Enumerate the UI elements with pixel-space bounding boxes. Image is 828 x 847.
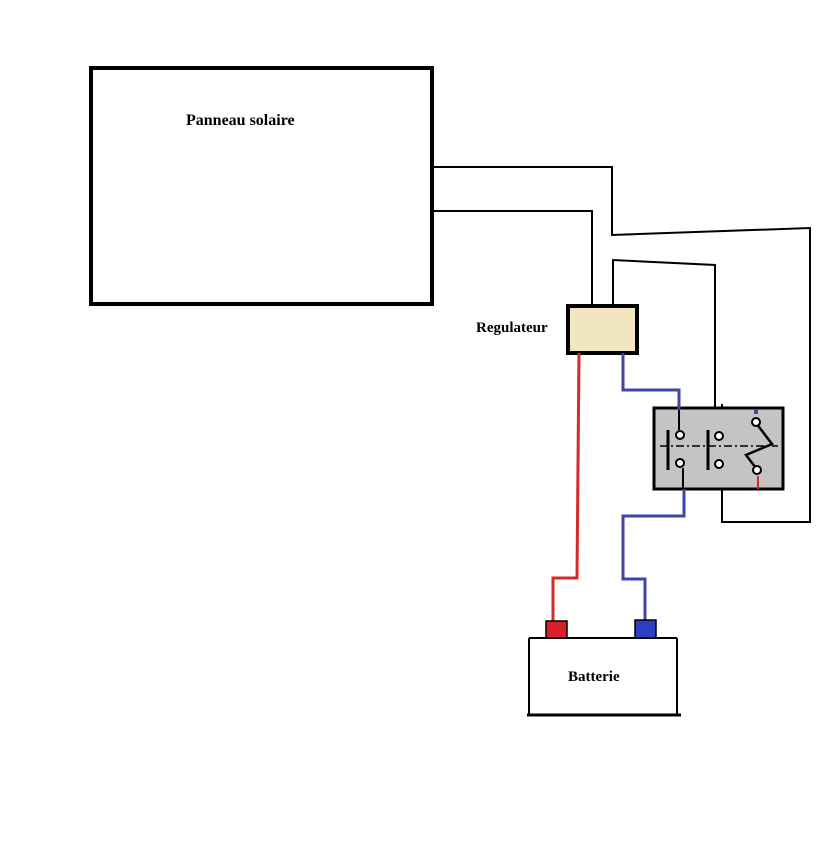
- switch-terminal: [714, 431, 724, 441]
- battery-label: Batterie: [568, 669, 620, 685]
- regulator-box: [566, 304, 639, 355]
- solar-panel-box: [89, 66, 434, 306]
- switch-terminal: [752, 465, 762, 475]
- switch-terminal: [675, 430, 685, 440]
- panel-wire-outer: [432, 166, 811, 523]
- panel-wire-inner: [432, 210, 593, 305]
- positive-wire: [551, 352, 581, 621]
- regulator-label: Regulateur: [476, 320, 548, 336]
- battery-positive-terminal: [545, 620, 568, 639]
- negative-wire-switch-battery: [621, 489, 686, 620]
- switch-terminal: [751, 417, 761, 427]
- panel-label: Panneau solaire: [186, 112, 295, 129]
- negative-wire-regulator-switch: [621, 353, 681, 410]
- battery-negative-terminal: [634, 619, 657, 639]
- switch-terminal: [675, 458, 685, 468]
- switch-terminal: [714, 459, 724, 469]
- switch-lever: [744, 422, 774, 469]
- regulator-to-switch-wire: [612, 258, 716, 410]
